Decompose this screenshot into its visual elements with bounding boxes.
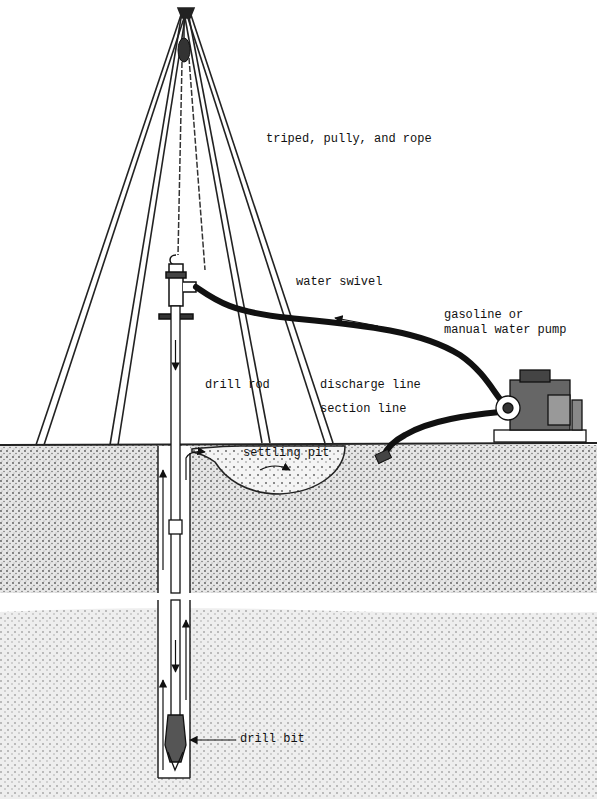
strainer bbox=[375, 449, 391, 463]
part-label: drill rod bbox=[205, 378, 295, 393]
part-label: drill bit bbox=[240, 732, 330, 747]
ground-deep bbox=[0, 608, 597, 799]
pulley bbox=[178, 38, 190, 62]
rope bbox=[189, 58, 205, 270]
part-label: discharge line bbox=[320, 378, 440, 393]
suction-hose bbox=[384, 412, 500, 456]
part-label: water swivel bbox=[296, 275, 416, 290]
borehole-lower bbox=[158, 600, 190, 778]
part-label: triped, pully, and rope bbox=[266, 132, 476, 147]
discharge-hose bbox=[196, 287, 505, 405]
ground-surface bbox=[0, 443, 597, 445]
part-label: settling pit bbox=[243, 446, 343, 461]
drill-bit bbox=[165, 715, 186, 762]
water-pump bbox=[494, 370, 586, 442]
rope bbox=[178, 62, 182, 255]
part-label: section line bbox=[320, 402, 430, 417]
drill-rod bbox=[171, 306, 180, 593]
ground bbox=[0, 445, 597, 593]
tripod bbox=[36, 8, 333, 445]
part-label: gasoline or manual water pump bbox=[444, 308, 572, 338]
settling-pit bbox=[192, 446, 345, 494]
